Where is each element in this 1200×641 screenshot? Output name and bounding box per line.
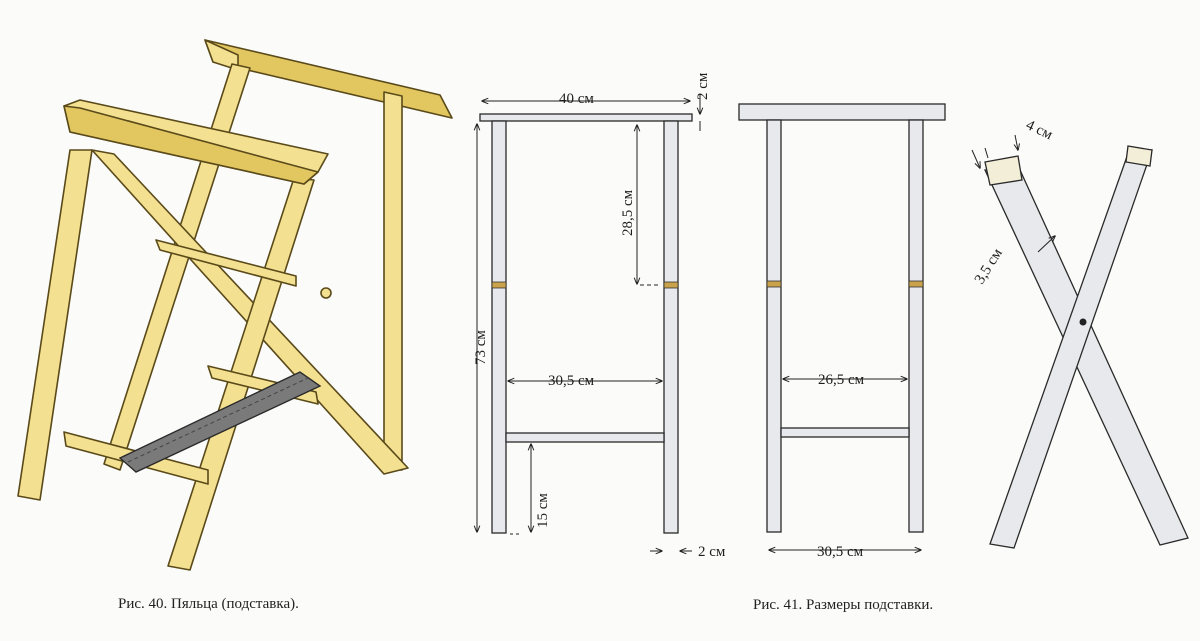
figure-40-caption: Рис. 40. Пяльца (подставка). (118, 596, 299, 612)
dim-side-outer-width: 30,5 см (817, 544, 864, 560)
side-bottom-rail (780, 427, 910, 438)
front-right-leg-drawing (663, 120, 679, 534)
pivot-bolt (1079, 318, 1087, 326)
front-top-board (479, 113, 693, 122)
dim-rail-height: 15 см (535, 493, 551, 528)
leg-top-cap-right (1125, 145, 1153, 167)
back-right-leg-upper (383, 91, 403, 471)
side-right-leg (908, 119, 924, 533)
middle-rail (155, 239, 297, 287)
crossed-legs-drawing (971, 134, 1189, 549)
front-view-drawing (477, 94, 700, 551)
dim-leg-width: 2 см (698, 544, 726, 560)
dim-side-inner-width: 26,5 см (818, 372, 865, 388)
dim-leg-end-width: 4 см (1023, 117, 1055, 143)
figure-41-caption: Рис. 41. Размеры подставки. (753, 597, 934, 613)
strap (118, 371, 322, 473)
back-left-leg (103, 63, 251, 471)
front-bottom-rail (505, 432, 665, 443)
stand-illustration (17, 39, 453, 571)
dim-leg-width-crossed: 3,5 см (972, 245, 1006, 287)
front-left-leg (17, 149, 93, 501)
front-left-leg-drawing (491, 120, 507, 534)
hinge-bolt (320, 287, 332, 299)
side-top-board (738, 103, 946, 121)
side-left-leg (766, 119, 782, 533)
dim-front-inner-width: 30,5 см (548, 373, 595, 389)
dim-total-height: 73 см (473, 330, 489, 365)
dim-upper-span: 28,5 см (620, 189, 636, 236)
dim-top-thickness: 2 см (695, 72, 711, 100)
side-view-drawing (738, 103, 946, 550)
dim-top-width: 40 см (559, 91, 594, 107)
leg-top-cap-left (984, 155, 1023, 186)
front-top-bar-edge (63, 105, 319, 185)
